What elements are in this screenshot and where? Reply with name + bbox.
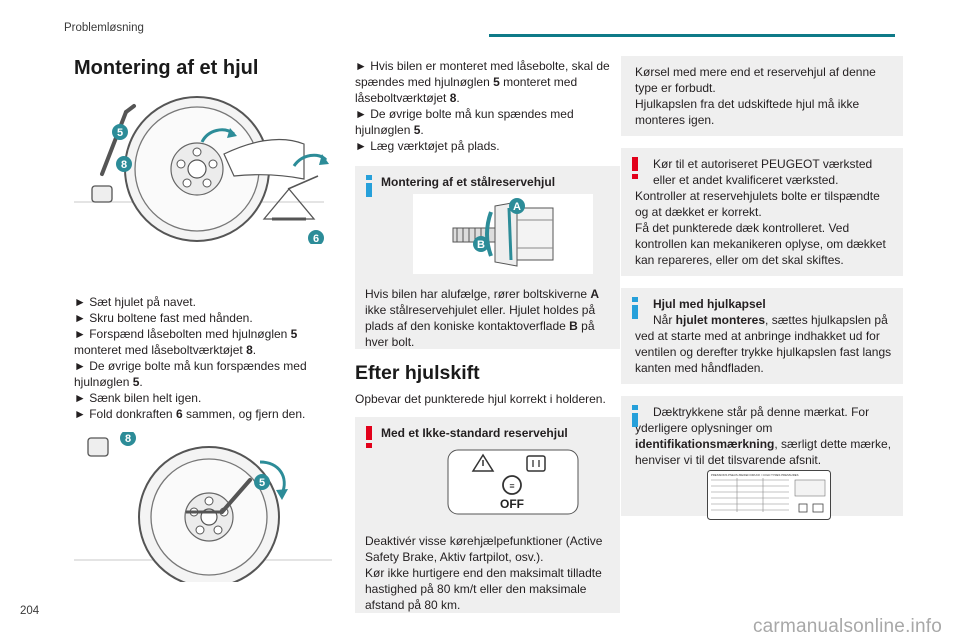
hubcap-info-box: Hjul med hjulkapsel Når hjulet monteres,… [621, 288, 903, 384]
box-text: Dæktrykkene står på denne mærkat. For yd… [635, 405, 892, 467]
info-icon [363, 175, 375, 197]
badge-label-8: 8 [121, 159, 127, 171]
box-text: Deaktivér visse kørehjælpefunktioner (Ac… [365, 534, 603, 564]
spare-wheel-usage-note: Kørsel med mere end et reservehjul af de… [621, 56, 903, 136]
running-header: Problemløsning [64, 22, 144, 34]
driver-assist-off-figure: ≡ OFF [447, 449, 579, 515]
step-text: ► Sæt hjulet på navet. [74, 295, 196, 309]
step-text: ► Forspænd låsebolten med hjulnøglen 5 m… [74, 327, 298, 357]
badge-label-5: 5 [117, 127, 123, 139]
watermark: carmanualsonline.info [752, 616, 942, 637]
info-icon [629, 405, 641, 427]
column-1: Montering af et hjul [74, 50, 334, 588]
steel-spare-wheel-info-box: Montering af et stålreservehjul A B Hvis… [355, 166, 620, 349]
wheel-mounting-illustration: 5 8 6 [74, 94, 334, 246]
bolt-tightening-illustration: 8 5 [74, 430, 334, 588]
warning-icon [363, 426, 375, 448]
bolt-cross-section-figure: A B [413, 194, 593, 274]
info-icon [629, 297, 641, 319]
badge-label-6: 6 [313, 233, 319, 244]
non-standard-spare-warning-box: Med et Ikke-standard reservehjul ≡ OFF D… [355, 417, 620, 613]
box-title: Montering af et stålreservehjul [381, 175, 556, 189]
box-title: Hjul med hjulkapsel [653, 297, 766, 311]
page-number: 204 [20, 605, 40, 617]
column-2: ► Hvis bilen er monteret med låsebolte, … [355, 50, 620, 613]
section-title-wheel-mounting: Montering af et hjul [74, 57, 259, 79]
off-label: OFF [500, 497, 524, 511]
box-text: Få det punkterede dæk kontrolleret. Ved … [635, 221, 886, 267]
box-text: Kontroller at reservehjulets bolte er ti… [635, 189, 880, 219]
section-title-after-wheel-change: Efter hjulskift [355, 362, 480, 384]
badge-label-b: B [477, 239, 485, 251]
wheel-mounting-steps: ► Sæt hjulet på navet. ► Skru boltene fa… [74, 294, 334, 422]
step-text: ► Fold donkraften 6 sammen, og fjern den… [74, 407, 306, 421]
section-text: Opbevar det punkterede hjul korrekt i ho… [355, 392, 606, 406]
badge-label-8: 8 [125, 433, 131, 445]
box-text: Hjulkapslen fra det udskiftede hjul må i… [635, 97, 860, 127]
tyre-label-heading: PRESSIONS PNEUS /REIFEN DRUCK / COLD TYR… [711, 473, 799, 477]
step-text: ► De øvrige bolte må kun spændes med hju… [355, 107, 574, 137]
step-text: ► Skru boltene fast med hånden. [74, 311, 253, 325]
tyre-pressure-info-box: Dæktrykkene står på denne mærkat. For yd… [621, 396, 903, 520]
box-title: Med et Ikke-standard reservehjul [381, 426, 568, 440]
dealer-check-warning-box: Kør til et autoriseret PEUGEOT værksted … [621, 148, 903, 276]
tyre-pressure-label-figure: PRESSIONS PNEUS /REIFEN DRUCK / COLD TYR… [707, 470, 831, 520]
step-text: ► Hvis bilen er monteret med låsebolte, … [355, 59, 610, 105]
box-text: Kør ikke hurtigere end den maksimalt til… [365, 566, 602, 612]
badge-label-a: A [513, 201, 521, 213]
box-text: Hvis bilen har alufælge, rører boltskive… [365, 287, 600, 349]
badge-label-5: 5 [259, 477, 265, 489]
tightening-steps: ► Hvis bilen er monteret med låsebolte, … [355, 58, 620, 154]
step-text: ► Læg værktøjet på plads. [355, 139, 500, 153]
box-text: Kør til et autoriseret PEUGEOT værksted … [653, 157, 873, 187]
box-text: Kørsel med mere end et reservehjul af de… [635, 65, 876, 95]
svg-text:≡: ≡ [509, 481, 514, 491]
column-3: Kørsel med mere end et reservehjul af de… [621, 50, 903, 520]
header-accent-bar [489, 34, 895, 37]
step-text: ► De øvrige bolte må kun forspændes med … [74, 359, 307, 389]
warning-icon [629, 157, 641, 179]
step-text: ► Sænk bilen helt igen. [74, 391, 202, 405]
box-text: Når hjulet monteres, sættes hjulkapslen … [635, 313, 892, 375]
